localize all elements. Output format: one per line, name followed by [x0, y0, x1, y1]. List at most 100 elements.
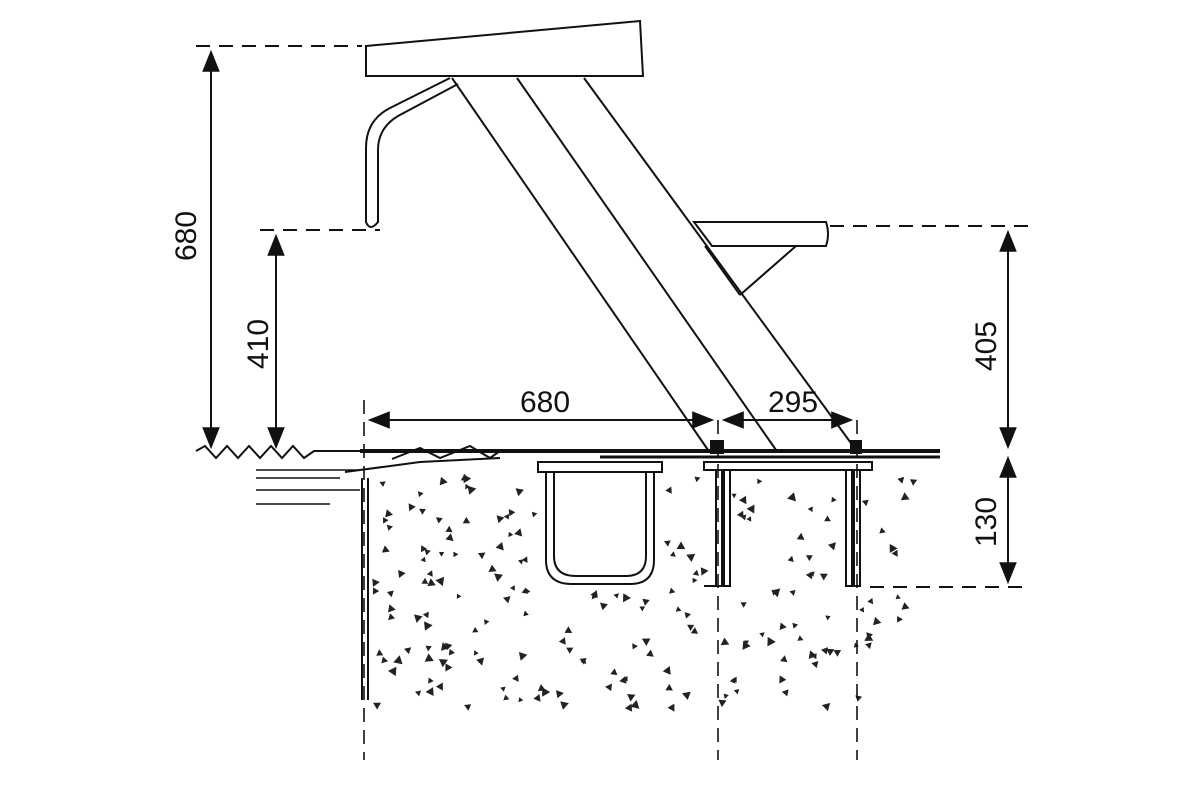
aggregate-mark [700, 567, 709, 576]
aggregate-mark [473, 650, 479, 656]
aggregate-mark [425, 645, 432, 652]
aggregate-mark [424, 549, 431, 556]
aggregate-mark [381, 656, 389, 664]
aggregate-mark [687, 624, 695, 631]
aggregate-mark [639, 606, 646, 612]
aggregate-mark [424, 653, 434, 662]
aggregate-mark [476, 657, 485, 666]
concrete-aggregate [372, 473, 918, 712]
aggregate-mark [424, 621, 433, 631]
aggregate-mark [665, 486, 672, 494]
aggregate-mark [787, 492, 796, 502]
dim-label-680-vertical: 680 [170, 211, 203, 261]
aggregate-mark [398, 569, 406, 578]
aggregate-mark [891, 549, 898, 557]
aggregate-mark [746, 516, 752, 522]
aggregate-mark [796, 532, 805, 540]
aggregate-mark [686, 553, 696, 562]
pool-deck [195, 444, 940, 505]
aggregate-mark [739, 495, 747, 505]
aggregate-mark [740, 602, 747, 608]
aggregate-mark [518, 652, 528, 661]
aggregate-mark [558, 637, 566, 645]
aggregate-mark [805, 571, 813, 580]
aggregate-mark [733, 689, 740, 695]
aggregate-mark [889, 543, 898, 553]
aggregate-mark [478, 552, 486, 560]
aggregate-mark [495, 542, 504, 551]
aggregate-mark [438, 659, 448, 668]
dim-label-410: 410 [242, 319, 275, 369]
aggregate-mark [740, 514, 747, 521]
aggregate-mark [684, 612, 691, 619]
aggregate-mark [514, 528, 523, 537]
dimension-lines [202, 49, 1017, 585]
aggregate-mark [439, 476, 448, 486]
aggregate-mark [746, 504, 755, 514]
aggregate-mark [825, 615, 831, 621]
aggregate-mark [445, 525, 453, 533]
aggregate-mark [484, 619, 490, 625]
aggregate-mark [731, 493, 737, 499]
aggregate-mark [521, 587, 529, 594]
aggregate-mark [531, 511, 538, 518]
aggregate-mark [667, 703, 675, 712]
aggregate-mark [381, 545, 390, 553]
aggregate-mark [508, 531, 514, 538]
aggregate-mark [386, 590, 394, 598]
aggregate-mark [518, 559, 524, 565]
aggregate-mark [515, 488, 524, 497]
aggregate-mark [441, 642, 450, 651]
aggregate-mark [682, 691, 691, 700]
aggregate-mark [503, 694, 510, 701]
aggregate-mark [867, 597, 874, 605]
dim-label-130: 130 [970, 497, 1003, 547]
aggregate-mark [723, 693, 729, 699]
aggregate-mark [781, 689, 789, 697]
base-plate [703, 461, 873, 471]
aggregate-mark [456, 593, 462, 599]
aggregate-mark [821, 647, 828, 655]
aggregate-mark [779, 622, 787, 630]
aggregate-mark [641, 638, 651, 646]
aggregate-mark [632, 643, 638, 650]
aggregate-mark [767, 636, 776, 647]
aggregate-mark [646, 649, 654, 657]
aggregate-mark [379, 481, 386, 487]
aggregate-mark [901, 602, 910, 610]
aggregate-mark [435, 576, 445, 587]
reference-lines [196, 45, 1030, 760]
aggregate-mark [445, 642, 453, 651]
footrest-step [692, 221, 829, 296]
aggregate-mark [510, 585, 515, 591]
aggregate-mark [385, 509, 393, 518]
dim-label-295: 295 [768, 386, 818, 419]
aggregate-mark [742, 640, 751, 650]
aggregate-mark [797, 635, 804, 641]
aggregate-mark [642, 598, 650, 606]
aggregate-mark [533, 694, 541, 702]
aggregate-mark [613, 593, 619, 599]
aggregate-mark [743, 640, 749, 646]
platform [365, 19, 645, 77]
aggregate-mark [808, 650, 817, 659]
aggregate-mark [564, 626, 573, 633]
aggregate-mark [610, 668, 618, 676]
aggregate-mark [445, 533, 454, 542]
aggregate-mark [807, 506, 813, 513]
aggregate-mark [428, 677, 434, 684]
aggregate-mark [879, 527, 886, 534]
aggregate-mark [865, 642, 872, 650]
aggregate-mark [415, 690, 422, 697]
aggregate-mark [811, 653, 817, 660]
aggregate-mark [720, 637, 730, 646]
aggregate-mark [605, 683, 612, 692]
aggregate-mark [780, 655, 788, 663]
aggregate-mark [435, 682, 443, 691]
aggregate-mark [833, 650, 842, 657]
aggregate-mark [805, 555, 813, 562]
aggregate-mark [630, 700, 640, 709]
aggregate-mark [675, 606, 682, 612]
aggregate-mark [421, 577, 429, 584]
aggregate-mark [408, 503, 416, 512]
